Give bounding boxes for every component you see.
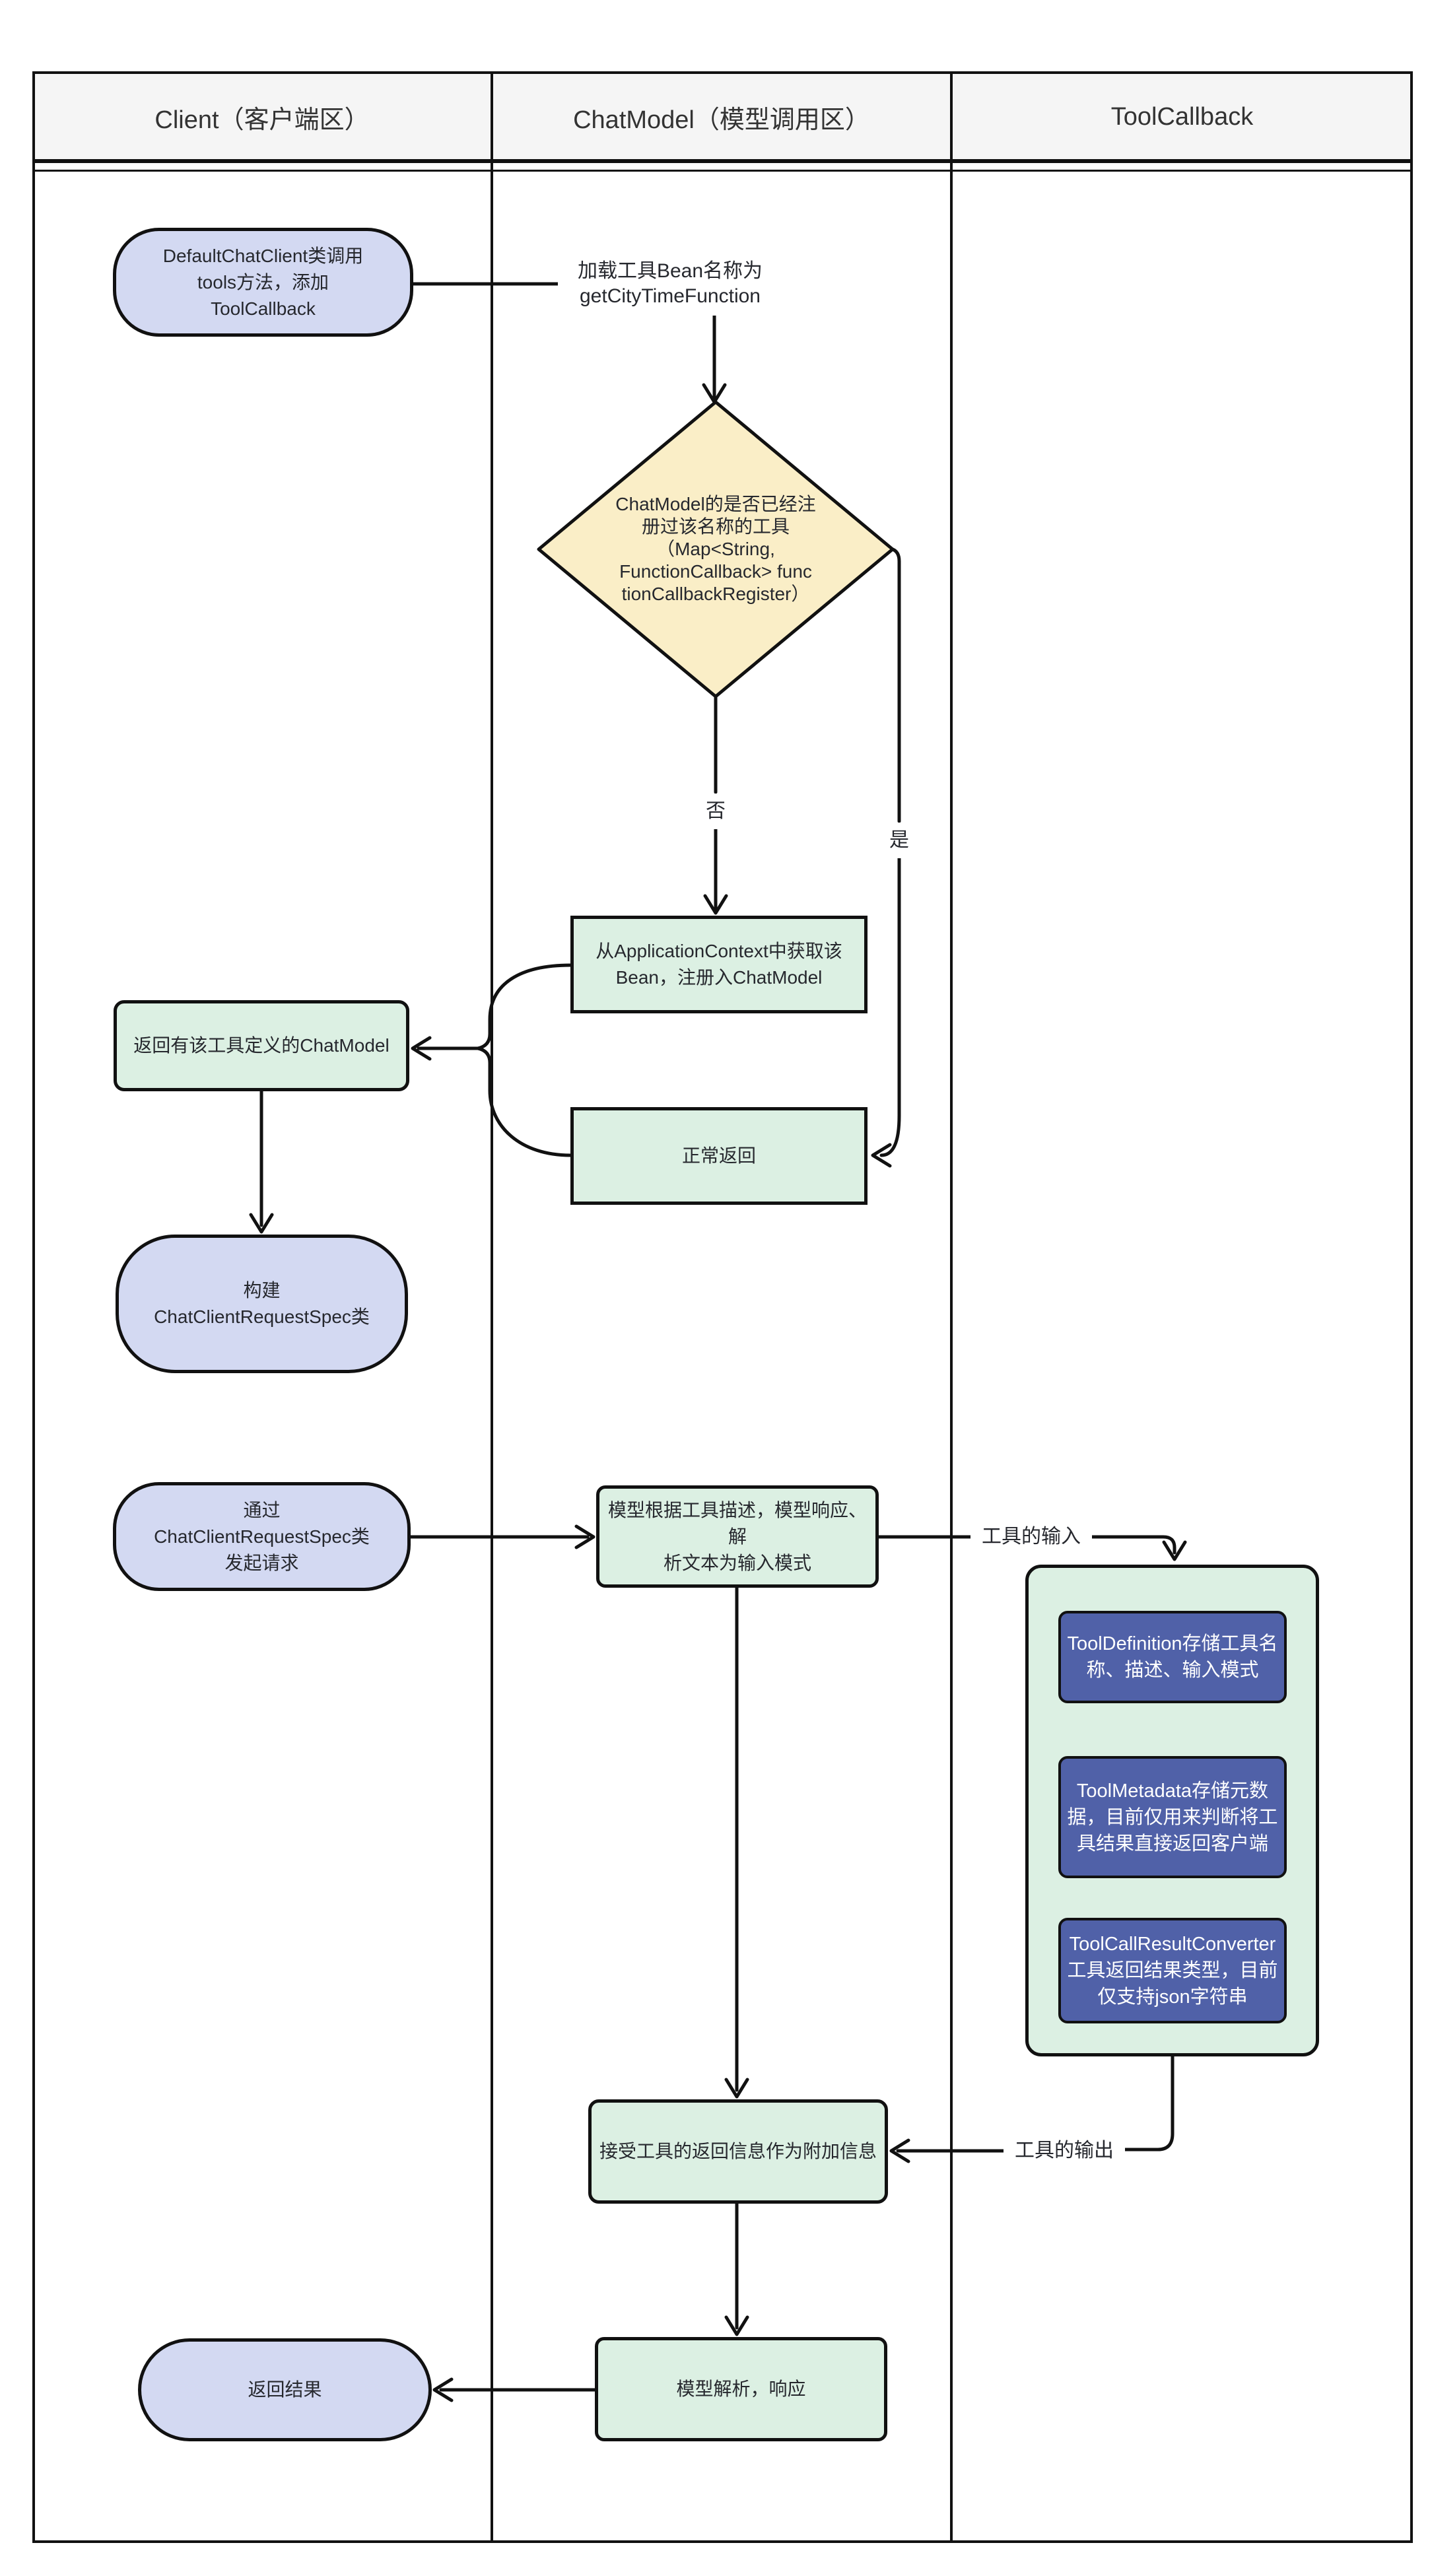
- node-tool-definition: ToolDefinition存储工具名 称、描述、输入模式: [1058, 1611, 1287, 1703]
- arrow-return-chatmodel-to-build-spec: [249, 1089, 274, 1234]
- lane-title-toolcallback: ToolCallback: [1110, 102, 1254, 131]
- arrow-load-label-to-decision: [702, 312, 727, 404]
- arrow-model-response-to-result: [432, 2377, 597, 2402]
- lane-divider-client-chatmodel: [491, 71, 493, 2543]
- node-accept-return: 接受工具的返回信息作为附加信息: [588, 2099, 888, 2204]
- arrow-branch-yes: [871, 547, 901, 1168]
- decision-diamond-text: ChatModel的是否已经注 册过该名称的工具 （Map<String, Fu…: [615, 494, 816, 604]
- node-tool-metadata: ToolMetadata存储元数 据，目前仅用来判断将工 具结果直接返回客户端: [1058, 1756, 1287, 1878]
- arrow-tool-input: [877, 1535, 1187, 1561]
- node-send-request: 通过 ChatClientRequestSpec类 发起请求: [113, 1482, 411, 1591]
- node-return-result: 返回结果: [138, 2338, 432, 2441]
- node-normal-return: 正常返回: [570, 1107, 868, 1205]
- label-tool-output: 工具的输出: [1004, 2134, 1125, 2168]
- label-load-tool-bean: 加载工具Bean名称为 getCityTimeFunction: [558, 252, 782, 316]
- node-return-chatmodel: 返回有该工具定义的ChatModel: [114, 1000, 409, 1091]
- branch-label-yes: 是: [881, 823, 918, 858]
- node-build-spec: 构建 ChatClientRequestSpec类: [116, 1235, 408, 1373]
- node-tool-converter: ToolCallResultConverter 工具返回结果类型，目前 仅支持j…: [1058, 1918, 1287, 2023]
- arrow-accept-to-model-response: [724, 2202, 749, 2336]
- node-model-response: 模型解析，响应: [595, 2337, 887, 2441]
- arrow-tool-output: [889, 2054, 1175, 2163]
- branch-label-no: 否: [697, 794, 734, 829]
- arrow-branch-no: [703, 695, 728, 915]
- lane-title-client: Client（客户端区）: [154, 106, 370, 134]
- arrow-model-input-to-accept: [724, 1586, 749, 2099]
- lane-header-row: [32, 71, 1413, 163]
- node-get-bean: 从ApplicationContext中获取该 Bean，注册入ChatMode…: [570, 916, 868, 1013]
- lane-header-underline: [32, 170, 1413, 172]
- lane-divider-chatmodel-toolcallback: [950, 71, 953, 2543]
- label-tool-input: 工具的输入: [970, 1520, 1092, 1554]
- node-start-default-chatclient: DefaultChatClient类调用 tools方法，添加 ToolCall…: [113, 228, 413, 337]
- node-model-input: 模型根据工具描述，模型响应、解 析文本为输入模式: [596, 1485, 879, 1588]
- arrow-merge-to-return-chatmodel: [411, 1036, 480, 1061]
- arrow-send-request-to-model-input: [409, 1524, 596, 1549]
- lane-title-chatmodel: ChatModel（模型调用区）: [573, 106, 870, 134]
